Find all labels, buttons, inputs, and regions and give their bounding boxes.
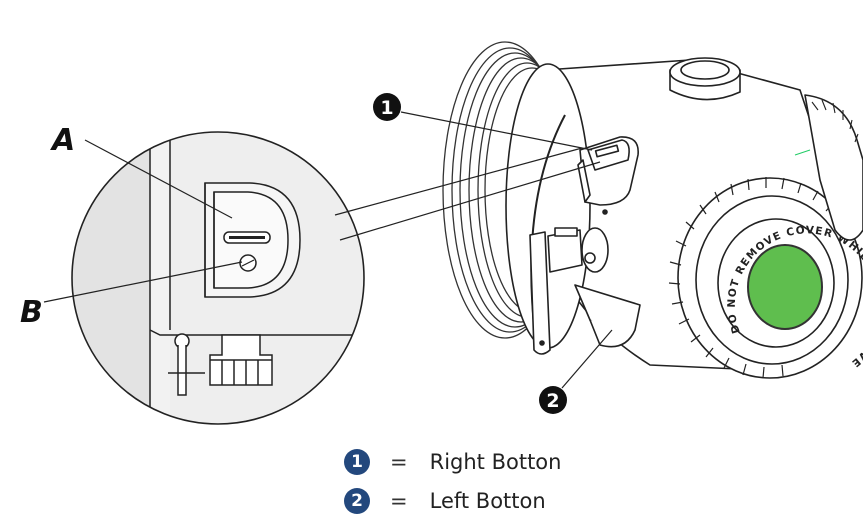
zoom-connector-lines: [334, 147, 601, 241]
callout-1: 1: [373, 93, 593, 151]
callout-b: B: [20, 261, 243, 330]
display-window: [747, 244, 823, 330]
legend-equals-1: =: [390, 450, 408, 474]
callout-2: 2: [539, 329, 613, 414]
side-gland: [804, 94, 863, 241]
transmitter-housing: DO NOT REMOVE COVER WHILE CIRCUITS LIVE: [442, 41, 863, 379]
zoom-detail: [71, 131, 365, 425]
legend-equals-2: =: [390, 489, 408, 513]
legend-label-right-button: Right Botton: [429, 450, 562, 474]
legend-badge-1: 1: [344, 449, 370, 475]
callout-a: A: [50, 123, 233, 219]
svg-text:2: 2: [546, 390, 559, 412]
legend-row-2: 2 = Left Botton: [344, 488, 546, 514]
left-button-assembly: [547, 227, 641, 348]
svg-text:B: B: [20, 295, 43, 330]
svg-text:A: A: [50, 123, 75, 158]
svg-text:1: 1: [380, 97, 393, 119]
legend-label-left-button: Left Botton: [429, 489, 546, 513]
ground-tab: [529, 231, 551, 355]
legend-row-1: 1 = Right Botton: [344, 449, 561, 475]
top-plug: [669, 57, 741, 101]
legend-badge-2: 2: [344, 488, 370, 514]
